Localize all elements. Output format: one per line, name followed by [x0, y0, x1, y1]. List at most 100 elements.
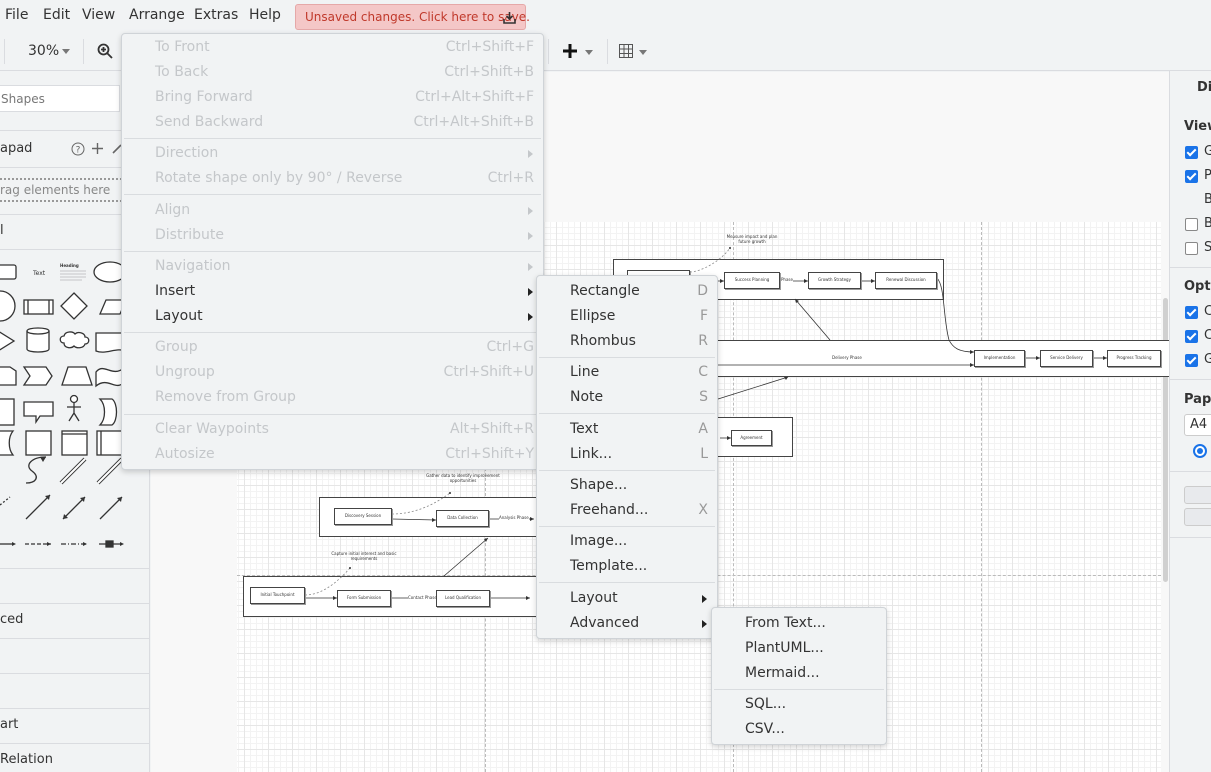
node-discovery-session[interactable]: Discovery Session	[334, 508, 392, 525]
sidebar-section-entity-relation[interactable]: Relation	[0, 743, 149, 772]
scratchpad-drop-zone[interactable]: rag elements here	[0, 178, 149, 202]
background-label[interactable]: B	[1204, 192, 1211, 207]
menu-item-insert[interactable]: Insert	[122, 279, 543, 304]
node-progress-tracking[interactable]: Progress Tracking	[1107, 350, 1161, 367]
menu-extras[interactable]: Extras	[194, 7, 239, 23]
menu-edit[interactable]: Edit	[43, 7, 71, 23]
background-checkbox[interactable]	[1185, 218, 1198, 231]
submenu-arrow-icon	[528, 232, 533, 240]
sidebar-section[interactable]	[0, 638, 149, 673]
menu-item-sql[interactable]: SQL...	[712, 692, 886, 717]
note-capture-interest[interactable]: Capture initial interest and basic requi…	[329, 547, 399, 566]
node-success-planning[interactable]: Success Planning	[724, 272, 780, 289]
sidebar-section-advanced[interactable]: ced	[0, 603, 149, 638]
menu-file[interactable]: File	[5, 7, 29, 23]
sidebar-section[interactable]	[0, 673, 149, 708]
insert-plus-icon[interactable]	[563, 44, 577, 58]
item-label: Bring Forward	[155, 89, 253, 105]
menu-item-align[interactable]: Align	[122, 198, 543, 223]
node-service-delivery[interactable]: Service Delivery	[1040, 350, 1093, 367]
chevron-down-icon[interactable]	[585, 50, 593, 55]
menu-item-plantuml[interactable]: PlantUML...	[712, 636, 886, 661]
submenu-arrow-icon	[702, 620, 707, 628]
option-label: C	[1204, 328, 1211, 343]
guides-checkbox[interactable]	[1185, 354, 1198, 367]
menu-item-from-text[interactable]: From Text...	[712, 611, 886, 636]
edit-data-button[interactable]	[1184, 486, 1211, 504]
menu-separator	[124, 332, 541, 333]
zoom-dropdown[interactable]: 30%	[10, 32, 76, 71]
menu-item-navigation[interactable]: Navigation	[122, 254, 543, 279]
background-option-label: B	[1204, 216, 1211, 231]
paper-size-select[interactable]: A4 (	[1184, 414, 1211, 436]
note-gather-data[interactable]: Gather data to identify improvement oppo…	[425, 470, 501, 487]
help-icon[interactable]: ?	[71, 142, 85, 156]
shadow-checkbox[interactable]	[1185, 242, 1198, 255]
node-data-collection[interactable]: Data Collection	[436, 510, 489, 527]
node-initial-touchpoint[interactable]: Initial Touchpoint	[250, 587, 305, 604]
clear-default-style-button[interactable]	[1184, 508, 1211, 526]
page-view-checkbox[interactable]	[1185, 170, 1198, 183]
menu-item-distribute[interactable]: Distribute	[122, 223, 543, 248]
shape-search-input[interactable]: Shapes	[0, 85, 120, 112]
menu-item-direction[interactable]: Direction	[122, 141, 543, 166]
menu-arrange[interactable]: Arrange	[129, 7, 185, 23]
item-label: Freehand...	[570, 502, 649, 518]
node-implementation[interactable]: Implementation	[974, 350, 1025, 367]
connection-arrows-checkbox[interactable]	[1185, 306, 1198, 319]
menu-item-shape[interactable]: Shape...	[537, 473, 717, 498]
canvas-vertical-scrollbar[interactable]	[1163, 298, 1168, 582]
node-lead-qualification[interactable]: Lead Qualification	[436, 590, 490, 607]
note-measure-impact[interactable]: Measure impact and plan future growth	[720, 230, 784, 249]
node-form-submission[interactable]: Form Submission	[337, 590, 391, 607]
connection-points-checkbox[interactable]	[1185, 330, 1198, 343]
general-section-title[interactable]: l	[0, 223, 4, 238]
sidebar-section[interactable]	[0, 568, 149, 603]
menu-item-image[interactable]: Image...	[537, 529, 717, 554]
edit-icon[interactable]	[112, 143, 123, 154]
node-renewal-discussion[interactable]: Renewal Discussion	[875, 272, 937, 289]
menu-item-freehand[interactable]: Freehand...X	[537, 498, 717, 523]
submenu-arrow-icon	[528, 288, 533, 296]
menu-item-advanced[interactable]: Advanced	[537, 611, 717, 636]
add-icon[interactable]	[92, 143, 103, 154]
menu-item-mermaid[interactable]: Mermaid...	[712, 661, 886, 686]
menu-item-layout[interactable]: Layout	[122, 304, 543, 329]
grid-checkbox[interactable]	[1185, 146, 1198, 159]
scratchpad-title[interactable]: apad	[0, 141, 33, 156]
menu-item-remove-from-group[interactable]: Remove from Group	[122, 385, 543, 410]
menu-help[interactable]: Help	[249, 7, 281, 23]
menu-item-insert-layout[interactable]: Layout	[537, 586, 717, 611]
menu-view[interactable]: View	[82, 7, 116, 23]
item-label: Rhombus	[570, 333, 636, 349]
node-growth-strategy[interactable]: Growth Strategy	[808, 272, 861, 289]
node-agreement[interactable]: Agreement	[731, 430, 772, 446]
chevron-down-icon[interactable]	[639, 50, 647, 55]
menu-separator	[124, 251, 541, 252]
zoom-in-icon[interactable]	[97, 43, 113, 59]
menu-item-template[interactable]: Template...	[537, 554, 717, 579]
menu-item-csv[interactable]: CSV...	[712, 717, 886, 742]
unsaved-changes-button[interactable]: Unsaved changes. Click here to save.	[295, 4, 530, 30]
portrait-radio[interactable]	[1193, 444, 1207, 458]
table-icon[interactable]	[619, 44, 633, 58]
sidebar-section-chart[interactable]: art	[0, 708, 149, 743]
swimlane-delivery[interactable]	[700, 340, 1170, 377]
menu-item-link[interactable]: Link...L	[537, 442, 717, 467]
panel-tab-diagram[interactable]: Di	[1197, 80, 1211, 95]
